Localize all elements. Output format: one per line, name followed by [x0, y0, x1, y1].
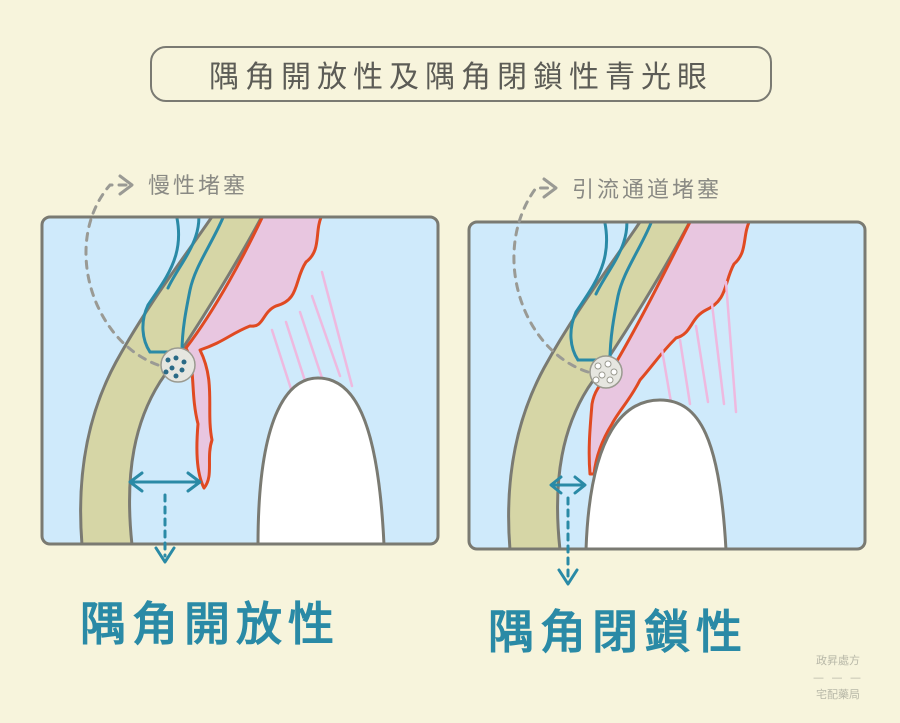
- right-panel-frame: [467, 220, 867, 551]
- left-trabecular-meshwork: [160, 347, 196, 383]
- left-panel-frame: [40, 215, 440, 546]
- left-zonule-fibers: [270, 270, 354, 394]
- right-annotation: 引流通道堵塞: [572, 178, 723, 203]
- right-zonule-fibers: [660, 280, 738, 414]
- right-panel-label: 隅角閉鎖性: [488, 605, 748, 659]
- title-box: 隅角開放性及隅角閉鎖性青光眼: [150, 46, 772, 102]
- watermark-line1: 政昇處方: [816, 654, 860, 667]
- right-dashed-arrow: [512, 186, 590, 374]
- right-trabecular-meshwork: [589, 355, 623, 389]
- left-panel-label: 隅角開放性: [80, 597, 340, 651]
- right-panel: [467, 177, 867, 586]
- right-lens: [584, 398, 728, 549]
- left-angle-width-arrow: [128, 471, 202, 564]
- left-dashed-arrow: [84, 183, 160, 367]
- diagram-title: 隅角開放性及隅角閉鎖性青光眼: [209, 60, 713, 95]
- left-lens: [256, 376, 386, 544]
- right-angle-width-arrow: [549, 475, 587, 586]
- watermark: 政昇處方 — — — 宅配藥局: [798, 652, 878, 703]
- right-drainage-vessel: [569, 222, 660, 362]
- left-panel: [40, 174, 440, 564]
- left-annotation: 慢性堵塞: [148, 174, 249, 199]
- left-arrowhead: [118, 174, 134, 196]
- watermark-divider: — — —: [813, 671, 863, 684]
- right-arrowhead: [542, 177, 558, 199]
- watermark-line2: 宅配藥局: [816, 688, 860, 701]
- left-drainage-vessel: [141, 217, 232, 354]
